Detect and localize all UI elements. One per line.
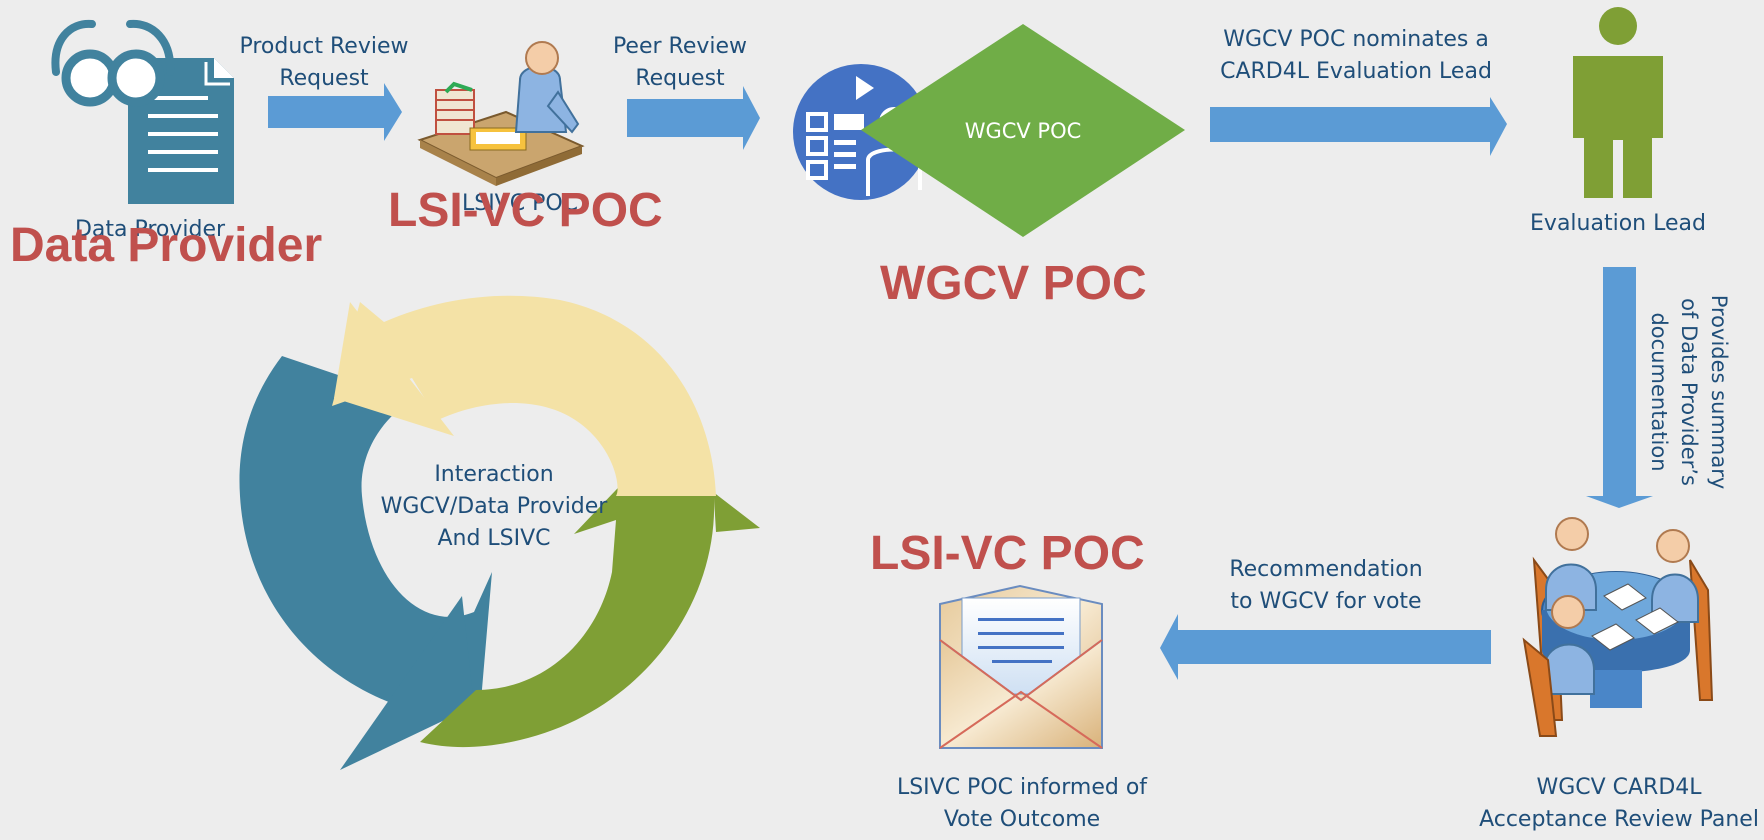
cycle-label-line: And LSIVC: [437, 526, 551, 551]
data-provider-caption: Data Provider: [74, 217, 226, 242]
edge-label-line: Provides summary: [1707, 294, 1731, 490]
edge-label-line: documentation: [1647, 312, 1671, 472]
edge-label-line: Request: [635, 66, 725, 91]
caption-line: WGCV CARD4L: [1536, 775, 1702, 800]
arrow-nominates: [1210, 97, 1507, 156]
person-figure-icon: [1573, 7, 1663, 198]
meeting-table-icon: [1522, 517, 1714, 737]
cycle-label: Interaction WGCV/Data Provider And LSIVC: [364, 459, 624, 555]
edge-label-summary: Provides summary of Data Provider’s docu…: [1644, 272, 1734, 512]
edge-label-line: Request: [279, 66, 369, 91]
edge-label-line: Product Review: [239, 34, 409, 59]
data-provider-big-label: Data Provider: [10, 219, 323, 272]
wgcv-diamond-text: WGCV POC: [964, 119, 1082, 143]
edge-label-line: CARD4L Evaluation Lead: [1220, 59, 1492, 84]
arrow-recommendation: [1160, 614, 1491, 680]
circular-arrows-icon: [239, 295, 760, 770]
caption-line: Vote Outcome: [943, 807, 1101, 832]
lsivc-poc-caption: LSIVC POC: [461, 191, 579, 216]
edge-label-line: Recommendation: [1229, 557, 1423, 582]
document-glasses-icon: [51, 19, 234, 204]
lsivc-outcome-caption: LSIVC POC informed of Vote Outcome: [880, 772, 1164, 836]
edge-label-product-review: Product Review Request: [226, 31, 422, 95]
wgcv-poc-diamond: [861, 24, 1185, 237]
edge-label-peer-review: Peer Review Request: [592, 31, 768, 95]
evaluation-lead-caption: Evaluation Lead: [1530, 211, 1706, 236]
review-panel-caption: WGCV CARD4L Acceptance Review Panel: [1474, 772, 1764, 836]
wgcv-poc-big-label: WGCV POC: [880, 257, 1147, 310]
lsivc-outcome-big-label: LSI-VC POC: [870, 527, 1145, 580]
arrow-peer-review: [627, 86, 760, 150]
arrow-summary: [1586, 267, 1653, 508]
caption-line: LSIVC POC informed of: [896, 775, 1148, 800]
caption-line: Acceptance Review Panel: [1479, 807, 1759, 832]
cycle-label-line: WGCV/Data Provider: [380, 494, 608, 519]
lsivc-poc-big-label: LSI-VC POC: [388, 184, 663, 237]
edge-label-line: of Data Provider’s: [1677, 298, 1701, 486]
edge-label-line: to WGCV for vote: [1230, 589, 1422, 614]
reviewer-at-desk-icon: [417, 41, 585, 186]
open-envelope-icon: [939, 584, 1103, 749]
edge-label-line: WGCV POC nominates a: [1223, 27, 1489, 52]
edge-label-nominates: WGCV POC nominates a CARD4L Evaluation L…: [1196, 24, 1516, 88]
cycle-label-line: Interaction: [434, 462, 554, 487]
edge-label-recommendation: Recommendation to WGCV for vote: [1212, 554, 1440, 618]
arrow-product-review: [268, 83, 402, 141]
edge-label-line: Peer Review: [612, 34, 748, 59]
